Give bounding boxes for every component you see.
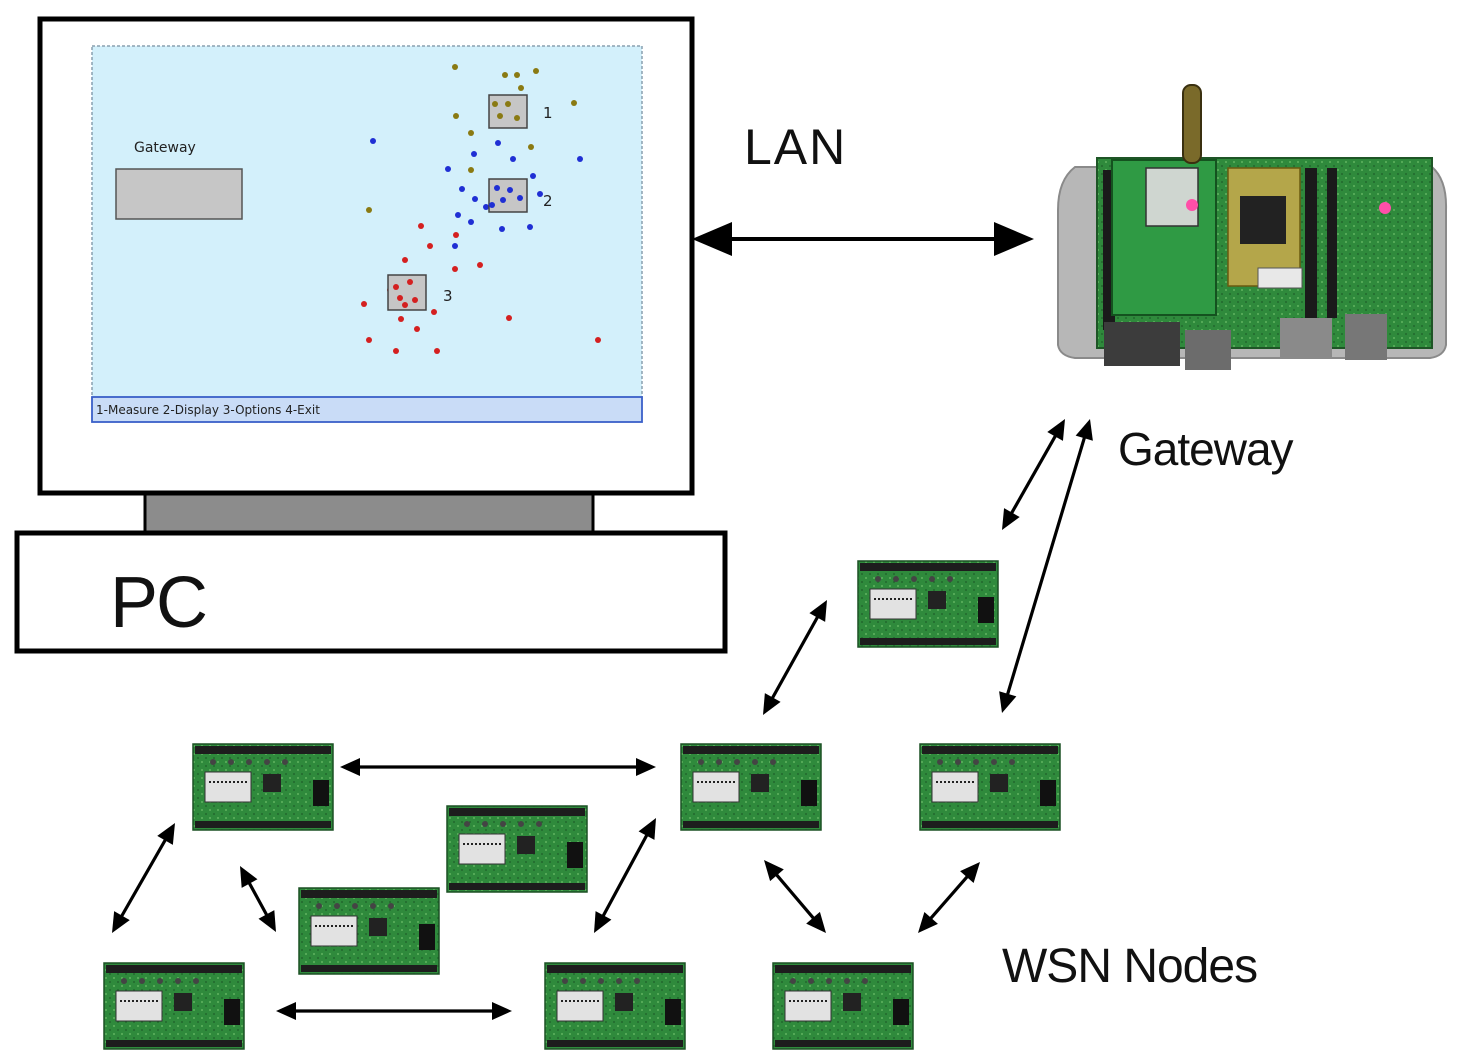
node-dot (492, 101, 498, 107)
node-dot (494, 185, 500, 191)
node-dot (366, 337, 372, 343)
node-dot (483, 204, 489, 210)
node-dot (412, 297, 418, 303)
screen-gateway-label: Gateway (134, 140, 196, 156)
node-dot (505, 101, 511, 107)
wsn-node-board (446, 805, 588, 893)
wsn-nodes-label: WSN Nodes (1002, 940, 1258, 993)
screen-node-dots (361, 64, 601, 354)
node-dot (398, 316, 404, 322)
node-dot (468, 130, 474, 136)
link-arrow (1002, 419, 1065, 530)
node-dot (530, 173, 536, 179)
cluster-label-3: 3 (443, 287, 453, 305)
link-arrow (240, 866, 276, 932)
link-arrow (763, 600, 827, 715)
link-arrow (764, 860, 826, 933)
gateway-board-image (1057, 84, 1448, 370)
node-dot (452, 266, 458, 272)
node-dot (518, 85, 524, 91)
wsn-node-board (192, 743, 334, 831)
wsn-node-board (544, 962, 686, 1050)
cluster-box-1 (488, 94, 528, 129)
cluster-label-1: 1 (543, 104, 553, 122)
node-dot (497, 113, 503, 119)
node-dot (452, 64, 458, 70)
node-dot (453, 113, 459, 119)
wsn-node-board (103, 962, 245, 1050)
wsn-node-board (772, 962, 914, 1050)
node-dot (455, 212, 461, 218)
link-arrow (594, 818, 656, 933)
node-dot (528, 144, 534, 150)
pc-monitor-stand (143, 492, 595, 534)
node-dot (402, 302, 408, 308)
node-dot (495, 140, 501, 146)
wsn-nodes (103, 560, 1061, 1050)
link-arrow (999, 419, 1093, 713)
node-dot (418, 223, 424, 229)
node-dot (472, 196, 478, 202)
node-dot (459, 186, 465, 192)
node-dot (514, 115, 520, 121)
node-dot (453, 232, 459, 238)
link-arrow (276, 1002, 512, 1020)
node-dot (468, 219, 474, 225)
screen-status-bar[interactable] (91, 396, 643, 423)
node-dot (477, 262, 483, 268)
node-dot (468, 167, 474, 173)
pc-screen: Gateway 1 2 3 1-Measure 2-Display 3-Opti… (91, 45, 643, 423)
node-dot (471, 151, 477, 157)
link-arrow (918, 862, 980, 933)
lan-link-arrow (692, 222, 1034, 256)
gateway-label: Gateway (1118, 423, 1294, 475)
pc-label: PC (110, 563, 208, 643)
screen-status-menu[interactable]: 1-Measure 2-Display 3-Options 4-Exit (96, 403, 320, 417)
screen-gateway-box (115, 168, 243, 220)
node-dot (445, 166, 451, 172)
screen-cluster-dots (393, 101, 523, 308)
wsn-node-board (919, 743, 1061, 831)
node-dot (361, 301, 367, 307)
wsn-node-board (857, 560, 999, 648)
node-dot (393, 348, 399, 354)
node-dot (514, 72, 520, 78)
node-dot (517, 195, 523, 201)
node-dot (414, 326, 420, 332)
wsn-node-board (298, 887, 440, 975)
node-dot (407, 279, 413, 285)
node-dot (595, 337, 601, 343)
node-dot (434, 348, 440, 354)
node-dot (489, 202, 495, 208)
node-dot (431, 309, 437, 315)
screen-canvas (91, 45, 643, 399)
node-dot (397, 295, 403, 301)
link-arrow (112, 823, 175, 933)
node-dot (510, 156, 516, 162)
node-dot (537, 191, 543, 197)
node-dot (502, 72, 508, 78)
node-dot (577, 156, 583, 162)
node-dot (527, 224, 533, 230)
node-dot (427, 243, 433, 249)
node-dot (500, 197, 506, 203)
link-arrow (340, 758, 656, 776)
lan-label: LAN (744, 119, 848, 175)
node-dot (452, 243, 458, 249)
node-dot (533, 68, 539, 74)
node-dot (393, 284, 399, 290)
node-dot (402, 257, 408, 263)
node-dot (571, 100, 577, 106)
node-dot (507, 187, 513, 193)
cluster-label-2: 2 (543, 192, 553, 210)
pc-base (14, 530, 728, 654)
pc-computer: Gateway 1 2 3 1-Measure 2-Display 3-Opti… (14, 16, 728, 654)
wsn-node-board (680, 743, 822, 831)
node-dot (366, 207, 372, 213)
node-dot (506, 315, 512, 321)
node-dot (370, 138, 376, 144)
link-arrows (112, 419, 1093, 1020)
node-dot (499, 226, 505, 232)
